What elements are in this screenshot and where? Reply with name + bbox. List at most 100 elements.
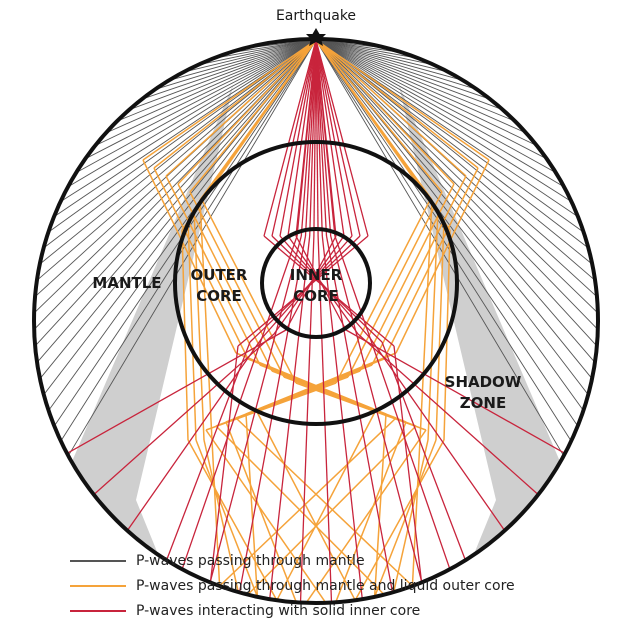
outer-core-ray — [189, 191, 285, 378]
outer-core-ray — [427, 209, 439, 441]
mantle-ray — [315, 39, 565, 457]
inner-core-ray — [313, 39, 317, 237]
mantle-ray — [315, 39, 419, 59]
mantle-ray — [168, 39, 317, 81]
shadow-zone-left — [71, 85, 233, 555]
outer-core-ray — [189, 39, 317, 193]
mantle-ray — [315, 39, 491, 100]
legend-label-mantle: P-waves passing through mantle — [136, 552, 365, 569]
mantle-ray — [33, 39, 317, 314]
mantle-ray — [315, 39, 589, 249]
inner-core-ray — [393, 345, 423, 583]
mantle-ray — [95, 39, 317, 147]
inner-core-ray — [321, 235, 363, 600]
inner-core-ray — [317, 235, 333, 603]
mantle-ray — [315, 39, 596, 281]
outer-core-ray — [193, 209, 205, 441]
mantle-ray — [315, 39, 598, 347]
mantle-ray — [315, 39, 584, 233]
mantle-ray — [183, 39, 317, 73]
outer-core-ray — [199, 199, 213, 441]
shadow-zone-right — [399, 85, 561, 555]
outer-core-ray — [153, 167, 249, 360]
legend-swatch-outer-core — [70, 584, 126, 587]
legend-label-outer-core: P-waves passing through mantle and liqui… — [136, 577, 515, 594]
inner-core-ray — [315, 39, 345, 237]
shadow-zones — [71, 85, 561, 555]
inner-core-ray — [66, 329, 287, 454]
outer-core-ray — [411, 439, 421, 587]
outer-core-ray — [219, 417, 397, 587]
inner-core-ray — [300, 39, 317, 237]
outer-core-boundary — [173, 140, 459, 426]
outer-core-ray — [315, 39, 443, 193]
mantle-ray — [75, 39, 317, 173]
inner-core-ray — [279, 39, 317, 237]
mantle-ray — [315, 39, 572, 202]
legend-label-inner-core: P-waves interacting with solid inner cor… — [136, 602, 421, 619]
outer-core-ray — [315, 39, 490, 161]
inner-core-ray — [269, 235, 311, 600]
inner-core-ray — [238, 235, 307, 593]
outer-core-ray — [419, 199, 433, 441]
mantle-ray — [48, 39, 317, 233]
outer-core-ray — [211, 439, 221, 587]
mantle-ray — [315, 39, 537, 147]
inner-core-ray — [381, 341, 467, 561]
outer-core-ray — [315, 39, 467, 177]
mantle-ray — [43, 39, 317, 249]
mantle-ray — [36, 39, 317, 281]
inner-core-label-line2: CORE — [293, 287, 339, 305]
inner-core-label-line1: INNER — [290, 266, 343, 284]
inner-core-ray — [315, 39, 319, 237]
inner-core-ray — [315, 39, 337, 237]
inner-core-ray — [315, 39, 323, 237]
mantle-ray — [39, 39, 317, 265]
mantle-ray — [67, 39, 317, 188]
mantle-ray — [36, 39, 317, 363]
inner-core-ray — [165, 341, 251, 561]
mantle-ray — [315, 39, 527, 134]
earthquake-star-icon — [306, 28, 326, 46]
outer-core-ray — [205, 429, 327, 604]
mantle-ray — [315, 39, 504, 111]
outer-core-label-line1: OUTER — [191, 266, 248, 284]
outer-core-ray — [235, 417, 413, 587]
mantle-ray — [315, 39, 599, 314]
outer-core-ray — [276, 409, 377, 601]
outer-core-ray — [392, 439, 429, 593]
outer-core-ray — [295, 382, 427, 431]
mantle-label: MANTLE — [92, 274, 161, 292]
legend: P-waves passing through mantle P-waves p… — [70, 548, 515, 623]
outer-core-ray — [255, 409, 356, 601]
mantle-ray — [116, 39, 317, 122]
mantle-ray — [43, 39, 317, 395]
legend-item-mantle: P-waves passing through mantle — [70, 548, 515, 573]
outer-core-ray — [335, 421, 407, 603]
mantle-ray — [213, 39, 317, 59]
inner-core-ray — [345, 329, 566, 454]
inner-core-boundary — [260, 227, 372, 339]
outer-core-ray — [373, 413, 387, 597]
inner-core-ray — [315, 39, 328, 237]
outer-core-ray — [201, 199, 297, 384]
mantle-ray — [315, 39, 547, 160]
legend-item-outer-core: P-waves passing through mantle and liqui… — [70, 573, 515, 598]
inner-core-ray — [271, 39, 317, 237]
inner-core-ray — [309, 39, 317, 237]
outer-core-ray — [165, 175, 261, 366]
mantle-ray — [315, 39, 589, 395]
outer-core-ray — [203, 439, 240, 593]
legend-swatch-inner-core — [70, 609, 126, 612]
outer-core-ray — [225, 421, 297, 603]
outer-core-ray — [383, 167, 479, 360]
inner-core-ray — [287, 39, 317, 237]
mantle-ray — [315, 39, 478, 90]
outer-core-ray — [315, 39, 479, 169]
inner-core-ray — [263, 39, 317, 237]
inner-core-ray — [315, 39, 353, 237]
mantle-ray — [315, 39, 449, 73]
mantle-ray — [105, 39, 317, 134]
inner-core-ray — [315, 39, 361, 237]
mantle-ray — [67, 39, 317, 457]
